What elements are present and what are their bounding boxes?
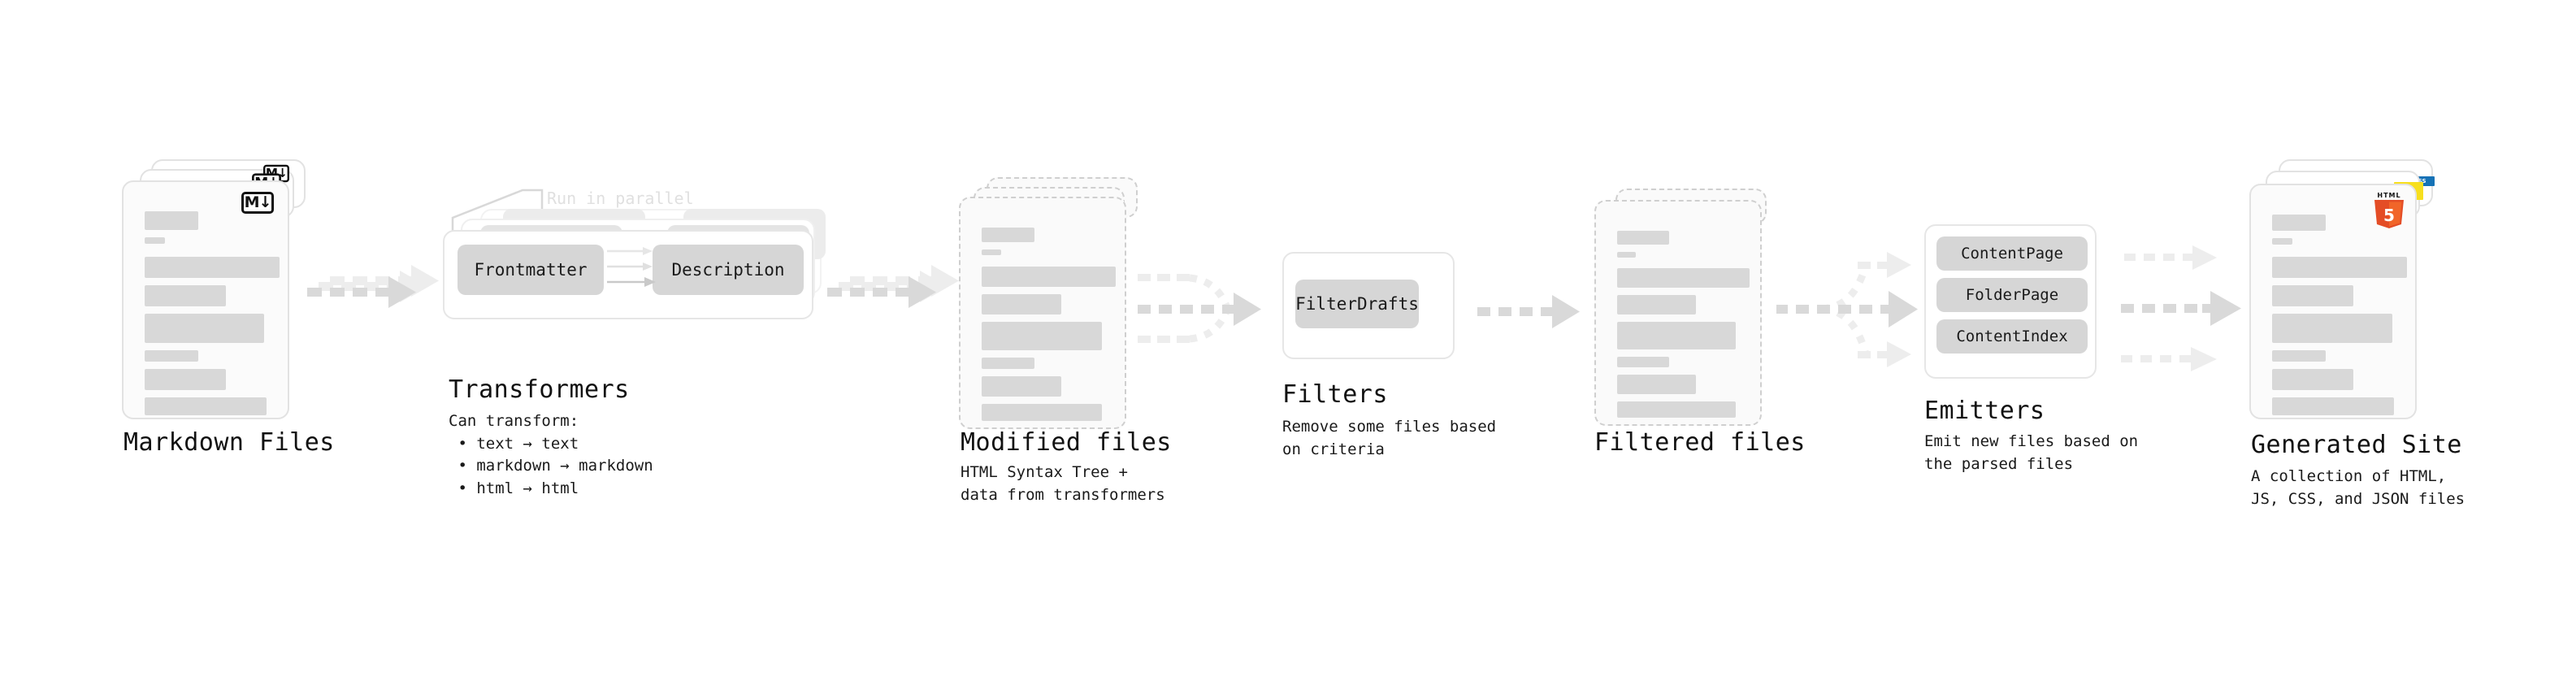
line-4 xyxy=(982,294,1061,314)
modified-card-front xyxy=(959,197,1126,429)
connector-modified-to-filters xyxy=(1136,256,1266,374)
subtitle-emitters: Emit new files based on the parsed files xyxy=(1924,432,2139,473)
line-6 xyxy=(1617,357,1669,367)
line-8 xyxy=(1617,401,1736,418)
line-7 xyxy=(2272,369,2353,390)
filters-group: FilterDrafts xyxy=(1282,252,1455,359)
line-7 xyxy=(1617,375,1696,394)
pill-folderpage[interactable]: FolderPage xyxy=(1936,278,2088,312)
line-2 xyxy=(982,249,1001,255)
line-3 xyxy=(2272,257,2407,278)
svg-text:5: 5 xyxy=(2383,206,2395,225)
line-2 xyxy=(145,237,165,244)
note-run-in-parallel: Run in parallel xyxy=(547,189,694,208)
subtitle-filters: Remove some files based on criteria xyxy=(1282,418,1497,458)
pill-frontmatter[interactable]: Frontmatter xyxy=(458,245,604,295)
stage-filtered-files xyxy=(1594,189,1781,449)
site-content-lines xyxy=(2272,215,2407,423)
connector-emitters-to-site xyxy=(2121,229,2251,392)
connector-md-to-transformers xyxy=(307,265,439,358)
line-4 xyxy=(145,285,226,306)
line-1 xyxy=(1617,231,1669,245)
line-8 xyxy=(145,397,267,415)
connector-filters-to-filtered xyxy=(1477,291,1595,340)
pill-description[interactable]: Description xyxy=(653,245,804,295)
line-5 xyxy=(145,314,264,343)
stage-markdown-files: M↓ M↓ M↓ xyxy=(122,159,325,436)
line-6 xyxy=(2272,350,2326,362)
label-markdown-files: Markdown Files xyxy=(124,428,335,457)
pill-filterdrafts[interactable]: FilterDrafts xyxy=(1295,280,1419,328)
line-3 xyxy=(145,257,280,278)
line-7 xyxy=(982,376,1061,397)
line-4 xyxy=(2272,285,2353,306)
line-5 xyxy=(1617,322,1736,349)
pill-contentindex[interactable]: ContentIndex xyxy=(1936,319,2088,354)
line-5 xyxy=(982,322,1102,350)
line-1 xyxy=(2272,215,2326,231)
line-6 xyxy=(982,358,1034,369)
subtitle-transformers: Can transform: • text → text • markdown … xyxy=(449,412,653,497)
stage-generated-site: CSS HTML xyxy=(2249,159,2452,436)
run-in-parallel-bracket xyxy=(451,189,544,236)
emitters-group: ContentPage FolderPage ContentIndex xyxy=(1924,224,2097,379)
label-filters: Filters xyxy=(1282,380,1388,409)
markdown-file-stack: M↓ M↓ M↓ xyxy=(122,159,325,436)
line-2 xyxy=(2272,238,2292,245)
site-card-front: HTML 5 xyxy=(2249,184,2417,419)
line-3 xyxy=(982,267,1116,287)
subtitle-modified-files: HTML Syntax Tree + data from transformer… xyxy=(961,463,1165,504)
html5-badge: HTML 5 xyxy=(2373,192,2405,229)
filtered-card-front xyxy=(1594,200,1762,426)
line-3 xyxy=(1617,268,1750,288)
stage-modified-files xyxy=(959,177,1146,445)
line-8 xyxy=(2272,397,2394,415)
subtitle-generated-site: A collection of HTML, JS, CSS, and JSON … xyxy=(2251,467,2465,508)
line-7 xyxy=(145,369,226,390)
line-1 xyxy=(145,211,198,230)
line-6 xyxy=(145,350,198,362)
line-8 xyxy=(982,404,1102,421)
label-filtered-files: Filtered files xyxy=(1594,428,1806,457)
file-card-front: M↓ xyxy=(122,180,289,419)
line-2 xyxy=(1617,252,1636,258)
label-modified-files: Modified files xyxy=(961,428,1172,457)
stage-transformers: Run in parallel Frontmatter Description xyxy=(443,189,849,337)
label-emitters: Emitters xyxy=(1924,397,2045,425)
transformer-inner-arrows xyxy=(607,247,656,287)
line-5 xyxy=(2272,314,2392,343)
pill-contentpage[interactable]: ContentPage xyxy=(1936,236,2088,271)
label-generated-site: Generated Site xyxy=(2251,431,2462,459)
transformer-group-front: Frontmatter Description xyxy=(443,230,813,319)
connector-filtered-to-emitters xyxy=(1776,229,1923,392)
line-4 xyxy=(1617,295,1696,314)
modified-content-lines xyxy=(982,228,1116,428)
line-1 xyxy=(982,228,1034,242)
label-transformers: Transformers xyxy=(449,375,630,404)
html5-badge-text: HTML xyxy=(2377,192,2401,199)
file-content-lines xyxy=(145,211,280,423)
markdown-badge-front: M↓ xyxy=(241,192,274,214)
filtered-content-lines xyxy=(1617,231,1750,425)
connector-transformers-to-modified xyxy=(827,265,959,358)
